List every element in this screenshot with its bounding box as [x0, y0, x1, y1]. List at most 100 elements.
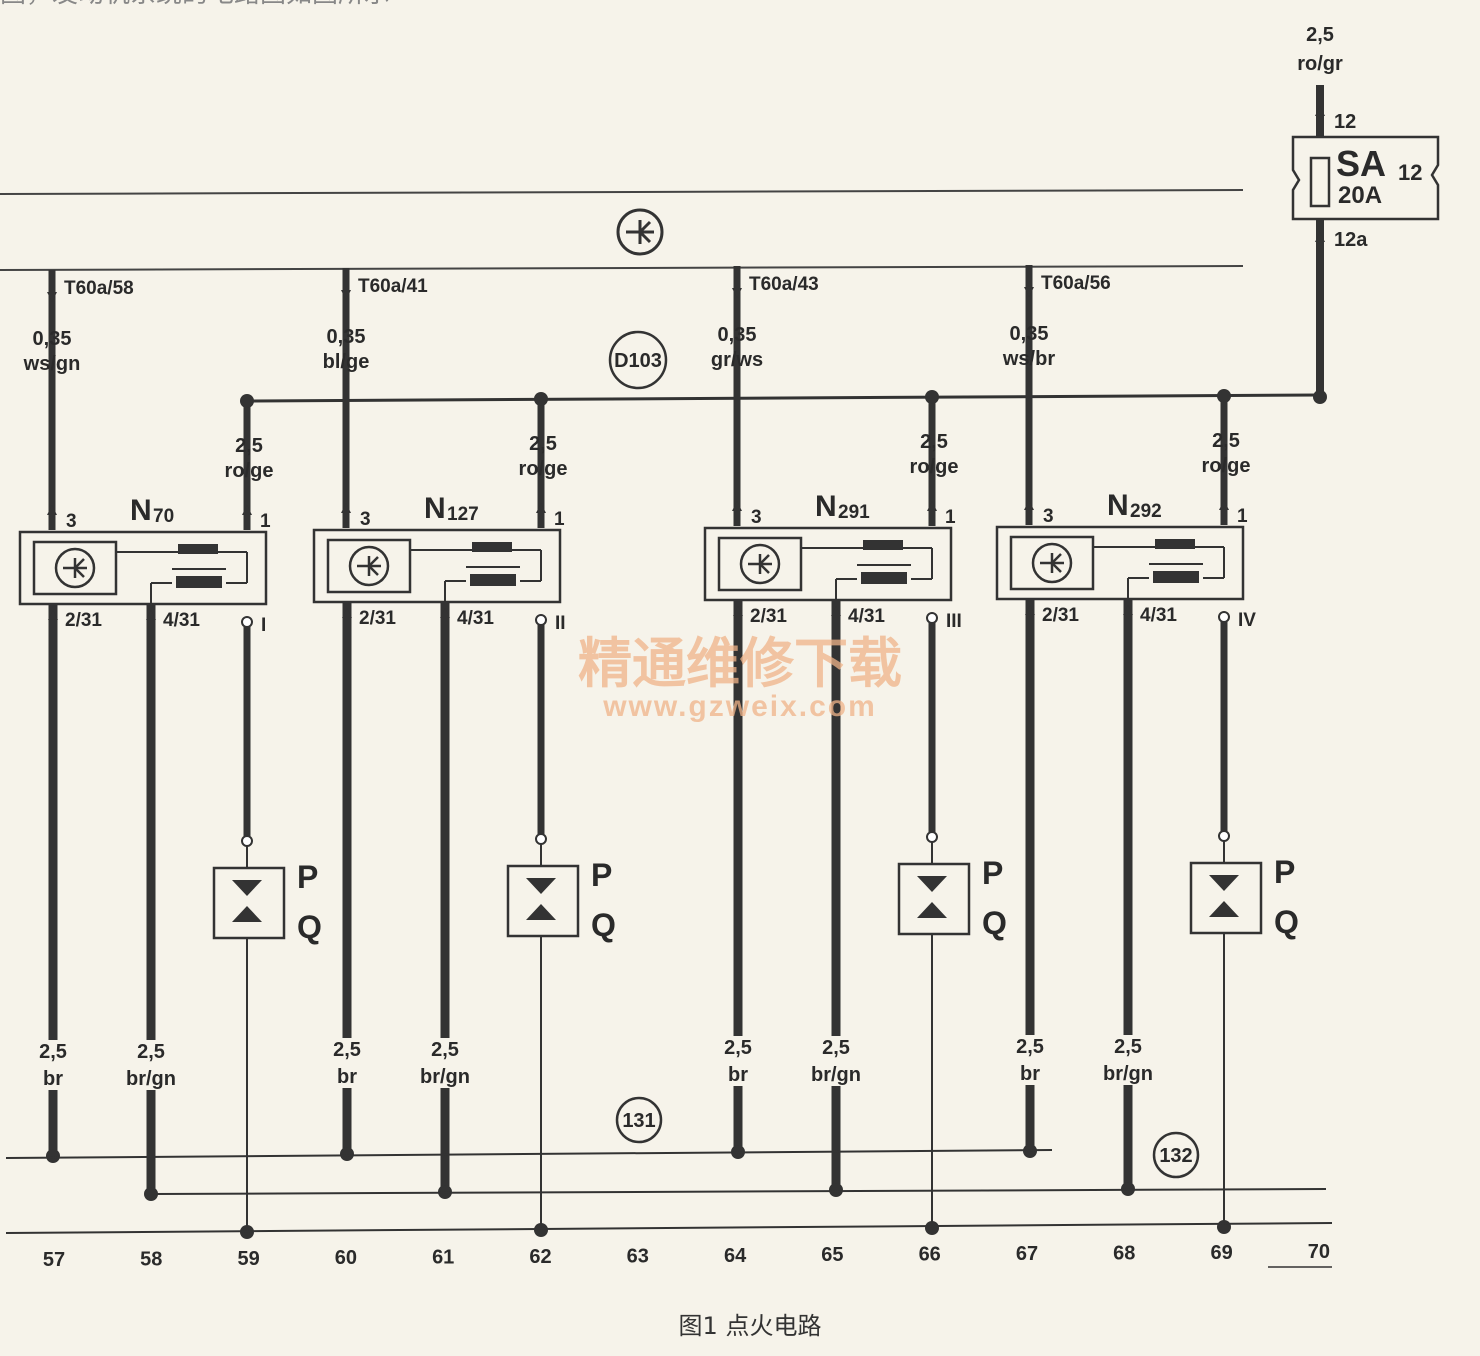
ht-terminal-icon [535, 614, 547, 626]
signal-wire-color: ws/br [1002, 348, 1055, 370]
splice-d103-circle [608, 330, 668, 390]
transistor-icon [54, 547, 96, 589]
transistor-line [74, 567, 85, 578]
cylinder-label: I [261, 615, 266, 636]
spark-electrode-icon [232, 906, 262, 922]
spark-plug-box [897, 862, 971, 936]
power-wire-size: 2,5 [920, 431, 948, 453]
fuse-rating: 20A [1338, 182, 1382, 209]
supply-bus [243, 393, 1321, 403]
ground-bus-132 [152, 1188, 1327, 1195]
ground-wire-color: br [43, 1068, 63, 1090]
bus-junction-dot [240, 394, 254, 408]
ground-bus-131 [5, 1149, 1053, 1159]
coil-name: N [130, 494, 152, 527]
pin-4-31-label: 4/31 [457, 608, 494, 629]
spark-p-label: P [982, 855, 1003, 891]
ground-wire-color: br/gn [811, 1064, 861, 1086]
pin-1-label: 1 [260, 511, 271, 532]
ground-wire-size: 2,5 [1114, 1036, 1142, 1058]
cylinder-label: II [555, 613, 566, 634]
bus-junction-dot [534, 392, 548, 406]
connector-label: T60a/58 [64, 278, 134, 299]
cylinder-label: IV [1238, 610, 1256, 631]
ground-dot [46, 1149, 60, 1163]
ground-wire-size: 2,5 [39, 1041, 67, 1063]
power-wire-color: ro/ge [519, 458, 568, 480]
watermark-title: 精通维修下载 [578, 631, 902, 695]
transistor-icon [348, 545, 390, 587]
coil-subscript: 291 [838, 502, 870, 523]
pin-arrow-icon [242, 505, 252, 515]
connector-arrow-icon [341, 290, 351, 300]
ground-wire-color: br [728, 1064, 748, 1086]
bus-junction-dot [1217, 389, 1231, 403]
ground-132-circle [1152, 1131, 1200, 1179]
coil-name: N [815, 490, 837, 523]
pin-arrow-icon [732, 501, 742, 511]
column-number: 61 [432, 1247, 454, 1269]
label-mask [27, 1040, 79, 1090]
column-number: 66 [919, 1244, 941, 1266]
driver-box [717, 536, 803, 592]
ground-wire-color: br/gn [126, 1068, 176, 1090]
label-mask [804, 1036, 868, 1086]
ground-wire-color: br/gn [420, 1066, 470, 1088]
transistor-line [759, 554, 770, 565]
pin-2-31-label: 2/31 [1042, 605, 1079, 626]
spark-p-label: P [297, 859, 318, 895]
pin-arrow-icon [146, 610, 156, 620]
signal-wire-size: 0,35 [327, 326, 366, 348]
label-mask [413, 1038, 477, 1088]
connector-label: T60a/56 [1041, 273, 1111, 294]
power-wire-size: 2,5 [235, 435, 263, 457]
column-number: 65 [821, 1244, 843, 1266]
pin-2-31-label: 2/31 [750, 606, 787, 627]
ground-132-label: 132 [1159, 1145, 1192, 1167]
pin-arrow-icon [47, 505, 57, 515]
ht-terminal-icon [926, 612, 938, 624]
fuse-wire-color: ro/gr [1297, 53, 1343, 75]
connector-arrow-icon [1024, 287, 1034, 297]
power-wire-size: 2,5 [1212, 430, 1240, 452]
label-mask [712, 1036, 764, 1086]
ground-131-label: 131 [622, 1110, 655, 1132]
transistor-icon [1031, 542, 1073, 584]
watermark-url: www.gzweix.com [602, 690, 877, 723]
spark-electrode-icon [1209, 901, 1239, 917]
spark-electrode-icon [1209, 875, 1239, 891]
label-mask [119, 1040, 183, 1090]
pin-arrow-icon [440, 608, 450, 618]
ground-wire-size: 2,5 [333, 1039, 361, 1061]
pin-4-31-label: 4/31 [163, 610, 200, 631]
pin-3-label: 3 [751, 507, 762, 528]
label-mask [321, 1038, 373, 1088]
ground-wire-size: 2,5 [822, 1037, 850, 1059]
coil-module-box [18, 530, 268, 606]
pin-4-31-label: 4/31 [848, 606, 885, 627]
column-number: 64 [724, 1245, 747, 1267]
ht-terminal-icon [1218, 611, 1230, 623]
power-wire-size: 2,5 [529, 433, 557, 455]
transistor-line [368, 565, 379, 576]
ground-131-circle [615, 1096, 663, 1144]
coil-name: N [424, 492, 446, 525]
spark-q-label: Q [297, 909, 322, 945]
column-number: 59 [237, 1248, 259, 1270]
power-wire-color: ro/ge [910, 456, 959, 478]
pin-3-label: 3 [1043, 506, 1054, 527]
power-wire-color: ro/ge [225, 460, 274, 482]
signal-wire-color: gr/ws [711, 349, 763, 371]
spark-electrode-icon [917, 902, 947, 918]
connector-label: T60a/41 [358, 276, 428, 297]
column-number: 63 [627, 1245, 649, 1267]
fuse-sub: 12 [1398, 160, 1422, 185]
transistor-icon [739, 543, 781, 585]
pin-3-label: 3 [360, 509, 371, 530]
column-number: 58 [140, 1248, 162, 1270]
pin-1-label: 1 [1237, 506, 1248, 527]
